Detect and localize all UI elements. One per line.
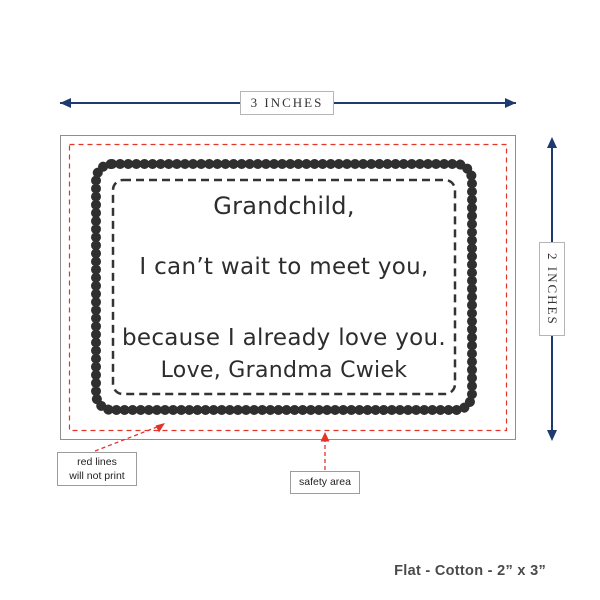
red-lines-callout-line2: will not print <box>69 470 125 482</box>
red-lines-leader-line <box>94 426 158 452</box>
red-lines-callout: red lines will not print <box>57 452 137 486</box>
red-lines-callout-line1: red lines <box>77 455 117 468</box>
width-dimension-arrowhead-left <box>60 98 71 108</box>
safety-leader-arrowhead <box>320 432 330 442</box>
width-dimension-label: 3 INCHES <box>240 91 334 115</box>
height-dimension-arrowhead-top <box>547 137 557 148</box>
height-dimension-text: 2 INCHES <box>545 252 560 326</box>
quote-line-1: Grandchild, <box>213 192 355 220</box>
product-caption: Flat - Cotton - 2” x 3” <box>394 563 546 579</box>
safety-area-callout-text: safety area <box>299 476 351 489</box>
width-dimension-arrowhead-right <box>505 98 516 108</box>
label-preview-text: Grandchild, I can’t wait to meet you, be… <box>92 160 476 414</box>
red-lines-leader-arrowhead <box>155 423 165 433</box>
height-dimension-label: 2 INCHES <box>539 242 565 336</box>
quote-line-2: I can’t wait to meet you, <box>139 254 429 280</box>
quote-line-3: because I already love you. <box>121 325 446 351</box>
height-dimension-arrowhead-bottom <box>547 430 557 441</box>
width-dimension-text: 3 INCHES <box>250 95 324 110</box>
safety-area-callout: safety area <box>290 471 360 494</box>
quote-line-4: Love, Grandma Cwiek <box>160 358 408 383</box>
